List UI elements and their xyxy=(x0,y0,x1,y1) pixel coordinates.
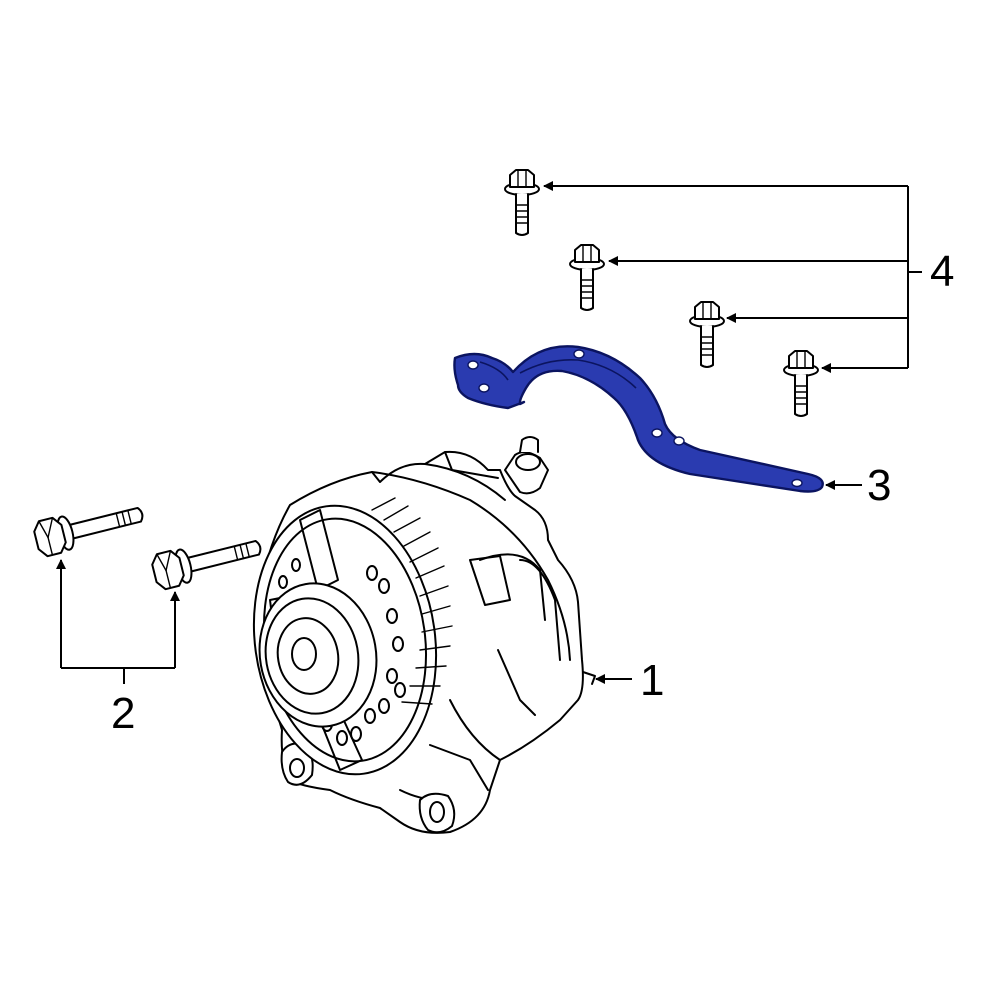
callout-4: 4 xyxy=(930,247,954,296)
mounting-bolt-1 xyxy=(31,495,148,559)
bracket-hole xyxy=(478,383,490,393)
bracket-hole xyxy=(651,428,663,438)
bracket-icon xyxy=(453,345,824,493)
callout-4-leaders xyxy=(543,181,922,373)
mounting-bolt-2 xyxy=(149,528,266,592)
flange-bolt-4 xyxy=(783,350,819,417)
alternator-icon xyxy=(252,436,596,834)
flange-bolt-2 xyxy=(569,244,605,311)
callout-1: 1 xyxy=(640,656,664,705)
flange-bolt-icon xyxy=(504,169,819,417)
flange-bolt-3 xyxy=(689,301,725,368)
bracket-hole xyxy=(791,478,803,488)
bracket-body xyxy=(453,345,824,493)
callout-2: 2 xyxy=(111,689,135,738)
flange-bolt-1 xyxy=(504,169,540,236)
callout-3: 3 xyxy=(867,461,891,510)
bracket-hole xyxy=(573,349,585,359)
bracket-hole xyxy=(673,436,685,446)
mounting-bolt-icon xyxy=(31,495,266,592)
callout-2-leaders xyxy=(56,559,180,684)
bracket-hole xyxy=(467,360,479,370)
